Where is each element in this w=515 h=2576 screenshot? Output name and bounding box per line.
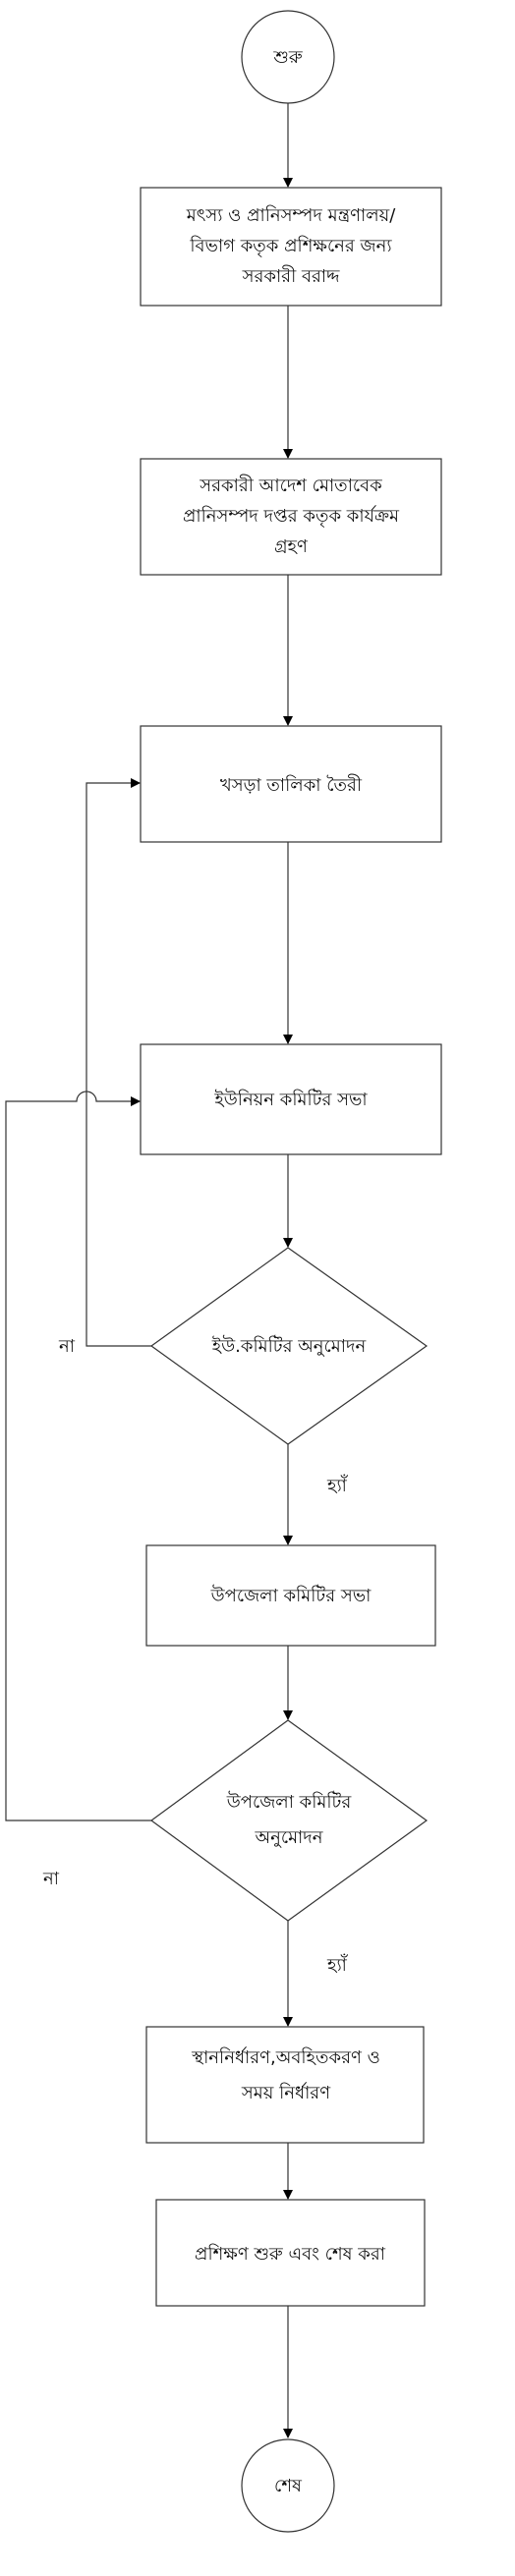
venue-line-1: স্থাননির্ধারণ,অবহিতকরণ ও	[191, 2046, 380, 2068]
union-no-label: না	[58, 1336, 76, 1357]
edge-upazila-no-loop	[5, 1091, 151, 1821]
allocation-box	[140, 187, 442, 307]
program-line-2: প্রানিসম্পদ দপ্তর কতৃক কার্যক্রম	[183, 505, 400, 528]
upazila-meeting-label: উপজেলা কমিটির সভা	[210, 1585, 372, 1606]
allocation-line-2: বিভাগ কতৃক প্রশিক্ষনের জন্য	[189, 236, 392, 257]
upazila-approval-line-2: অনুমোদন	[255, 1827, 323, 1848]
end-label: শেষ	[274, 2476, 303, 2496]
venue-line-2: সময় নির্ধারণ	[241, 2082, 331, 2103]
venue-box	[145, 2026, 425, 2144]
union-meeting-box	[140, 1043, 442, 1155]
training-label: প্রশিক্ষণ শুরু এবং শেষ করা	[195, 2244, 386, 2265]
allocation-line-1: মৎস্য ও প্রানিসম্পদ মন্ত্রণালয়/	[186, 205, 397, 226]
edge-union-no-loop	[86, 778, 151, 1347]
upazila-no-label: না	[42, 1869, 60, 1889]
upazila-meeting-box	[145, 1544, 436, 1647]
union-meeting-label: ইউনিয়ন কমিটির সভা	[213, 1089, 368, 1110]
program-line-1: সরকারী আদেশ মোতাবেক	[199, 475, 382, 496]
draft-list-box	[140, 725, 442, 843]
end-node	[241, 2438, 335, 2533]
upazila-approval-line-1: উপজেলা কমিটির	[226, 1791, 353, 1813]
upazila-yes-label: হ্যাঁ	[326, 1954, 349, 1976]
allocation-line-3: সরকারী বরাদ্দ	[242, 265, 341, 287]
draft-list-label: খসড়া তালিকা তৈরী	[220, 774, 363, 796]
union-yes-label: হ্যাঁ	[326, 1475, 349, 1496]
upazila-approval-decision	[149, 1719, 429, 1922]
program-line-3: গ্রহণ	[274, 536, 309, 557]
union-approval-label: ইউ.কমিটির অনুমোদন	[211, 1335, 367, 1357]
start-label: শুরু	[272, 47, 303, 68]
training-box	[155, 2199, 426, 2307]
program-box	[140, 458, 442, 576]
